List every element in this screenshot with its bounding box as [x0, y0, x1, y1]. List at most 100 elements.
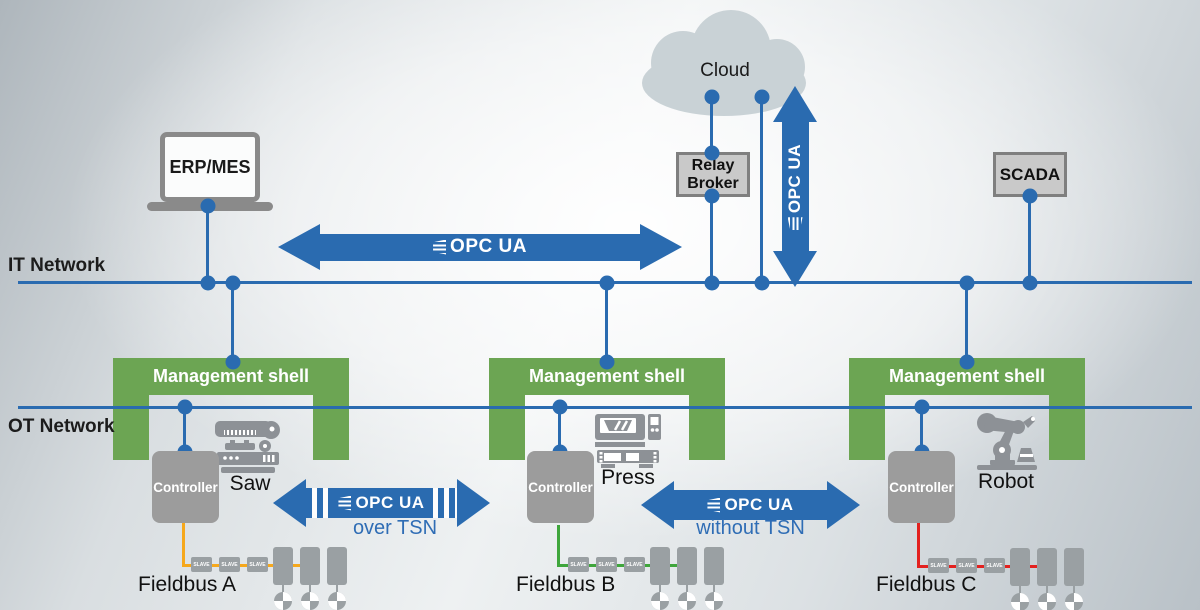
- arrow-right-head: [457, 479, 490, 527]
- fieldbus-slave: SLAVE: [956, 558, 977, 573]
- opcua-logo: OPC UA: [785, 143, 805, 229]
- relay-broker-label-line1: Relay: [691, 156, 735, 174]
- fieldbus-line: [557, 564, 688, 567]
- cloud-it-connector: [760, 97, 763, 283]
- controller-2: Controller: [527, 451, 594, 523]
- slave-label: SLAVE: [626, 561, 643, 568]
- cloud-relay-connector: [710, 97, 713, 153]
- opcua-speedlines-icon: [338, 495, 352, 511]
- opcua-without-tsn-arrow: OPC UA: [641, 481, 860, 529]
- node-dot: [754, 275, 770, 291]
- drive-fan-icon: [328, 592, 346, 610]
- fieldbus-device: [327, 547, 347, 585]
- opcua-cloud-arrow: OPC UA: [773, 86, 817, 287]
- device-stem: [1046, 586, 1048, 593]
- robot-machine-icon: [977, 413, 1037, 470]
- shell-right-leg: [313, 395, 349, 460]
- shell3-it-connector: [965, 283, 968, 362]
- fieldbus-slave: SLAVE: [191, 557, 212, 572]
- management-shell-label: Management shell: [152, 366, 310, 386]
- drive-fan-icon: [274, 592, 292, 610]
- opcua-speedlines-icon: [788, 217, 803, 230]
- fieldbus-riser: [557, 525, 560, 566]
- press-label: Press: [601, 466, 655, 489]
- controller-label: Controller: [889, 479, 954, 495]
- fieldbus-c-label: Fieldbus C: [876, 573, 977, 596]
- management-shell-label: Management shell: [888, 366, 1046, 386]
- arrow-down-head: [773, 251, 817, 287]
- fieldbus-device: [650, 547, 670, 585]
- slave-label: SLAVE: [570, 561, 587, 568]
- arrow-shaft: OPC UA: [674, 490, 827, 520]
- drive-fan-icon: [705, 592, 723, 610]
- opcua-it-arrow: OPC UA: [278, 224, 682, 270]
- slave-label: SLAVE: [193, 561, 210, 568]
- arrow-up-head: [773, 86, 817, 122]
- node-dot: [1022, 188, 1038, 204]
- fieldbus-b-label: Fieldbus B: [516, 573, 616, 596]
- fieldbus-slave: SLAVE: [984, 558, 1005, 573]
- fieldbus-riser: [182, 523, 185, 566]
- slave-label: SLAVE: [958, 562, 975, 569]
- controller1-ot-connector: [183, 407, 186, 452]
- fieldbus-device: [273, 547, 293, 585]
- fieldbus-line: [917, 565, 1047, 568]
- opcua-logo-text: OPC UA: [785, 143, 804, 213]
- controller-label: Controller: [153, 479, 218, 495]
- scada-it-connector: [1028, 196, 1031, 283]
- slave-label: SLAVE: [598, 561, 615, 568]
- node-dot: [200, 275, 216, 291]
- erp-mes-node: ERP/MES: [160, 132, 260, 202]
- erp-it-connector: [206, 206, 209, 283]
- controller-label: Controller: [528, 479, 593, 495]
- drive-fan-icon: [651, 592, 669, 610]
- relay-it-connector: [710, 196, 713, 283]
- node-dot: [599, 354, 615, 370]
- opcua-over-tsn-arrow: OPC UA: [273, 479, 490, 527]
- controller2-ot-connector: [558, 407, 561, 452]
- fieldbus-slave: SLAVE: [247, 557, 268, 572]
- arrow-shaft: OPC UA: [781, 122, 809, 251]
- opcua-logo-text: OPC UA: [355, 493, 425, 512]
- arrow-left-head: [641, 481, 674, 529]
- scada-label: SCADA: [999, 164, 1061, 184]
- fieldbus-device: [704, 547, 724, 585]
- opcua-logo-text: OPC UA: [724, 495, 794, 514]
- device-stem: [1073, 586, 1075, 593]
- press-machine-icon: [595, 414, 661, 468]
- device-stem: [282, 585, 284, 592]
- robot-label: Robot: [977, 470, 1035, 493]
- node-dot: [704, 145, 720, 161]
- without-tsn-label: without TSN: [696, 517, 805, 539]
- device-stem: [309, 585, 311, 592]
- ot-network-line: [18, 406, 1192, 409]
- fieldbus-device: [300, 547, 320, 585]
- management-shell-label: Management shell: [528, 366, 686, 386]
- device-stem: [713, 585, 715, 592]
- device-stem: [686, 585, 688, 592]
- slave-label: SLAVE: [249, 561, 266, 568]
- node-dot: [225, 275, 241, 291]
- node-dot: [914, 399, 930, 415]
- fieldbus-device: [1037, 548, 1057, 586]
- fieldbus-slave: SLAVE: [928, 558, 949, 573]
- management-shell-3: Management shell: [849, 358, 1085, 460]
- fieldbus-a-label: Fieldbus A: [138, 573, 237, 596]
- erp-mes-label: ERP/MES: [169, 156, 251, 177]
- management-shell-bar: Management shell: [849, 358, 1085, 395]
- device-stem: [336, 585, 338, 592]
- node-dot: [552, 399, 568, 415]
- it-network-label: IT Network: [8, 255, 106, 276]
- drive-fan-icon: [1038, 593, 1056, 610]
- shell-right-leg: [689, 395, 725, 460]
- shell-right-leg: [1049, 395, 1085, 460]
- node-dot: [200, 198, 216, 214]
- controller3-ot-connector: [920, 407, 923, 452]
- arrow-shaft: OPC UA: [320, 233, 640, 261]
- relay-broker-label-line2: Broker: [687, 174, 739, 192]
- node-dot: [704, 188, 720, 204]
- fieldbus-device: [677, 547, 697, 585]
- slave-label: SLAVE: [986, 562, 1003, 569]
- node-dot: [704, 275, 720, 291]
